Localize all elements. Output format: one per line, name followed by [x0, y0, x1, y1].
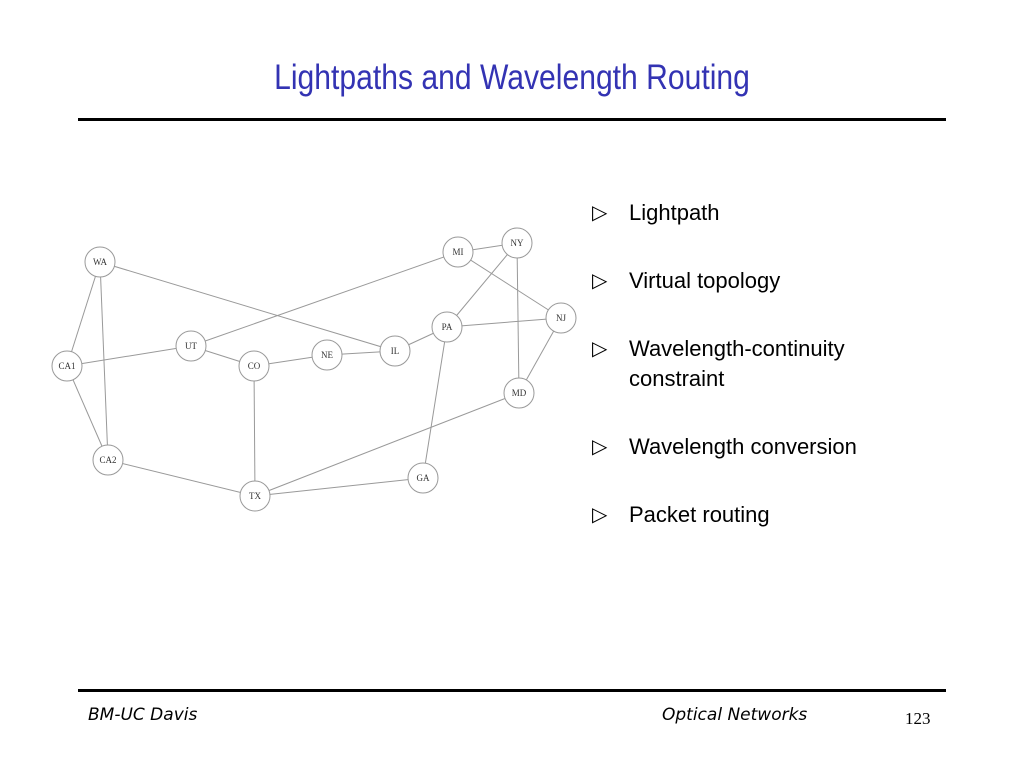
node-label: UT — [185, 341, 197, 351]
node-ut: UT — [175, 330, 207, 362]
node-ga: GA — [407, 462, 439, 494]
node-ne: NE — [311, 339, 343, 371]
node-label: MI — [453, 247, 464, 257]
node-ca1: CA1 — [51, 350, 83, 382]
triangle-bullet-icon: ▷ — [592, 268, 608, 292]
node-label: NE — [321, 350, 333, 360]
node-label: NJ — [556, 313, 566, 323]
link-co-tx — [253, 365, 256, 497]
node-label: WA — [93, 257, 107, 267]
node-ny: NY — [501, 227, 533, 259]
node-label: CO — [248, 361, 261, 371]
link-wa-ca1 — [66, 261, 101, 367]
bullet-item: ▷ Virtual topology — [592, 266, 922, 296]
link-ut-mi — [190, 251, 459, 347]
node-circle — [311, 339, 343, 371]
node-circle — [51, 350, 83, 382]
bullet-text: Wavelength conversion — [629, 434, 857, 459]
bullet-item: ▷ Lightpath — [592, 198, 922, 228]
footer-course: Optical Networks — [662, 705, 808, 725]
bullet-list: ▷ Lightpath ▷ Virtual topology ▷ Wavelength… — [592, 198, 922, 568]
triangle-bullet-icon: ▷ — [592, 200, 608, 224]
bullet-item: ▷ Wavelength-continuity constraint — [592, 334, 922, 394]
node-circle — [545, 302, 577, 334]
node-label: CA2 — [99, 455, 116, 465]
node-circle — [431, 311, 463, 343]
bullet-text: Lightpath — [629, 200, 720, 225]
node-label: PA — [442, 322, 453, 332]
triangle-bullet-icon: ▷ — [592, 336, 608, 360]
node-label: TX — [249, 491, 261, 501]
node-circle — [379, 335, 411, 367]
node-label: IL — [391, 346, 400, 356]
link-mi-nj — [457, 251, 562, 319]
node-md: MD — [503, 377, 535, 409]
node-circle — [501, 227, 533, 259]
link-pa-nj — [446, 317, 562, 328]
link-wa-ca2 — [99, 261, 109, 461]
node-circle — [239, 480, 271, 512]
link-ca1-ut — [66, 345, 192, 367]
footer-institution: BM-UC Davis — [88, 705, 198, 725]
link-wa-il — [99, 261, 396, 352]
link-ny-md — [516, 242, 520, 394]
page-number: 123 — [905, 709, 931, 728]
node-ca2: CA2 — [92, 444, 124, 476]
node-circle — [442, 236, 474, 268]
node-circle — [238, 350, 270, 382]
bullet-text: Wavelength-continuity constraint — [629, 336, 845, 391]
link-ga-tx — [254, 477, 424, 497]
node-tx: TX — [239, 480, 271, 512]
title-divider — [78, 118, 946, 121]
bullet-text: Packet routing — [629, 502, 770, 527]
slide-title: Lightpaths and Wavelength Routing — [274, 58, 750, 97]
node-circle — [175, 330, 207, 362]
node-label: MD — [512, 388, 527, 398]
node-label: GA — [417, 473, 430, 483]
bullet-item: ▷ Packet routing — [592, 500, 922, 530]
node-co: CO — [238, 350, 270, 382]
node-label: NY — [511, 238, 524, 248]
bullet-text: Virtual topology — [629, 268, 781, 293]
triangle-bullet-icon: ▷ — [592, 502, 608, 526]
link-md-tx — [254, 392, 520, 497]
link-pa-ga — [422, 326, 448, 479]
node-mi: MI — [442, 236, 474, 268]
node-wa: WA — [84, 246, 116, 278]
node-il: IL — [379, 335, 411, 367]
triangle-bullet-icon: ▷ — [592, 434, 608, 458]
link-ca2-tx — [107, 459, 256, 497]
node-circle — [503, 377, 535, 409]
node-label: CA1 — [58, 361, 75, 371]
footer-divider — [78, 689, 946, 692]
link-ny-pa — [446, 242, 518, 328]
link-ca1-ca2 — [66, 365, 109, 461]
node-circle — [407, 462, 439, 494]
bullet-item: ▷ Wavelength conversion — [592, 432, 922, 462]
node-circle — [84, 246, 116, 278]
node-pa: PA — [431, 311, 463, 343]
node-nj: NJ — [545, 302, 577, 334]
node-circle — [92, 444, 124, 476]
